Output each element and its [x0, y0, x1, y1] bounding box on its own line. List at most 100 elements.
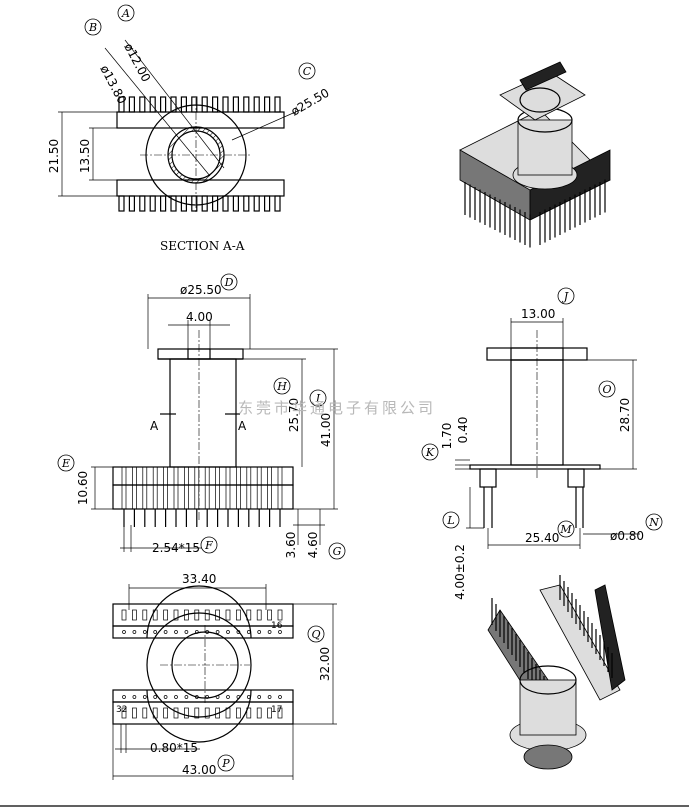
comb-tooth [232, 96, 239, 113]
bottom-slot [121, 707, 127, 719]
dim-0-80x15: 0.80*15 [150, 741, 198, 755]
comb-tooth [264, 96, 271, 113]
bottom-pin-hole [132, 630, 137, 634]
bottom-slot [194, 707, 200, 719]
comb-tooth [160, 195, 167, 212]
dim-32-00: 32.00 [318, 647, 332, 681]
bottom-slot [225, 609, 231, 621]
bottom-pin-hole [226, 695, 230, 699]
bottom-pin-hole [267, 695, 272, 699]
callout-a: A [121, 7, 130, 20]
dim-4-60: 4.60 [306, 532, 320, 559]
dim-33-40: 33.40 [182, 572, 216, 586]
bottom-pin-hole [205, 630, 210, 634]
bottom-pin-hole [122, 695, 126, 699]
dim-1-70: 1.70 [440, 423, 454, 450]
dim-25-50: ø25.50 [180, 283, 222, 297]
bottom-pin-hole [132, 695, 137, 699]
callout-f: F [204, 539, 213, 552]
callout-n: N [648, 516, 659, 529]
bottom-pin-hole [163, 630, 168, 634]
comb-tooth [264, 195, 271, 212]
front-pin-slot [256, 466, 262, 510]
callout-j: J [562, 290, 569, 303]
comb-tooth [243, 195, 250, 212]
dim-25-70: 25.70 [287, 398, 301, 432]
bottom-slot [236, 707, 241, 719]
callout-l: L [446, 514, 454, 527]
callout-c: C [303, 65, 312, 78]
comb-tooth [201, 96, 208, 113]
bottom-pin-hole [174, 695, 178, 699]
bottom-pin-hole [267, 630, 272, 634]
bottom-slot [132, 707, 137, 719]
bottom-pin-hole [153, 630, 158, 634]
front-pin-slot [121, 466, 127, 510]
bottom-slot [194, 609, 200, 621]
bottom-slot [163, 707, 168, 719]
bottom-pin-hole [246, 630, 251, 634]
bottom-slot [142, 609, 148, 621]
bottom-slot [152, 707, 158, 719]
front-pin-slot [173, 466, 179, 510]
front-pin-slot [132, 466, 137, 510]
callout-k: K [425, 446, 435, 459]
section-view: 21.50 13.50 ø13.80 ø12.00 ø25.50 SECTION… [47, 4, 332, 253]
dim-4-00-tol: 4.00±0.2 [453, 544, 467, 600]
callout-m: M [559, 523, 572, 536]
pin-16: 16 [271, 621, 283, 631]
callout-h: H [276, 380, 287, 393]
pin-32: 32 [116, 705, 127, 715]
front-pin-slot [184, 466, 189, 510]
bottom-slot [173, 609, 179, 621]
bottom-pin-hole [205, 695, 210, 699]
front-pin-slot [152, 466, 158, 510]
bottom-slot [267, 609, 272, 621]
comb-tooth [274, 195, 281, 212]
dim-13-80: ø13.80 [97, 63, 129, 106]
callout-e: E [61, 457, 70, 470]
bottom-slot [267, 707, 272, 719]
bottom-pin-hole [278, 695, 282, 699]
bottom-pin-hole [142, 695, 147, 699]
front-pin-slot [163, 466, 168, 510]
bottom-pin-hole [236, 630, 241, 634]
bottom-slot [121, 609, 127, 621]
comb-tooth [118, 195, 125, 212]
front-pin-slot [142, 466, 148, 510]
dim-0-80: ø0.80 [610, 529, 644, 543]
bottom-slot [277, 609, 283, 621]
front-pin-slot [194, 466, 200, 510]
front-pin-slot [267, 466, 272, 510]
bottom-pin-hole [184, 630, 189, 634]
section-label: SECTION A-A [160, 239, 245, 253]
front-pin-slot [225, 466, 231, 510]
comb-tooth [274, 96, 281, 113]
comb-tooth [243, 96, 250, 113]
comb-tooth [222, 195, 229, 212]
watermark-text: 东莞市华通电子有限公司 [238, 399, 436, 417]
bottom-slot [204, 707, 210, 719]
callout-d: D [224, 276, 234, 289]
comb-tooth [139, 195, 146, 212]
dim-0-40: 0.40 [456, 417, 470, 444]
callout-b: B [88, 21, 97, 34]
dim-3-60: 3.60 [284, 532, 298, 559]
comb-tooth [180, 96, 187, 113]
bottom-view: 16 17 32 33.40 32.00 0.80*15 43.00 P Q [112, 572, 337, 780]
bottom-pin-hole [278, 630, 282, 634]
bottom-pin-hole [163, 695, 168, 699]
bottom-slot [173, 707, 179, 719]
bottom-pin-hole [194, 695, 199, 699]
front-pin-slot [277, 466, 283, 510]
bottom-pin-hole [194, 630, 199, 634]
bottom-slot [215, 609, 220, 621]
bottom-pin-hole [122, 630, 126, 634]
callout-o: O [602, 383, 611, 396]
front-pin-slot [204, 466, 210, 510]
comb-tooth [128, 195, 135, 212]
bottom-slot [152, 609, 158, 621]
bottom-slot [215, 707, 220, 719]
bottom-pin-hole [246, 695, 251, 699]
